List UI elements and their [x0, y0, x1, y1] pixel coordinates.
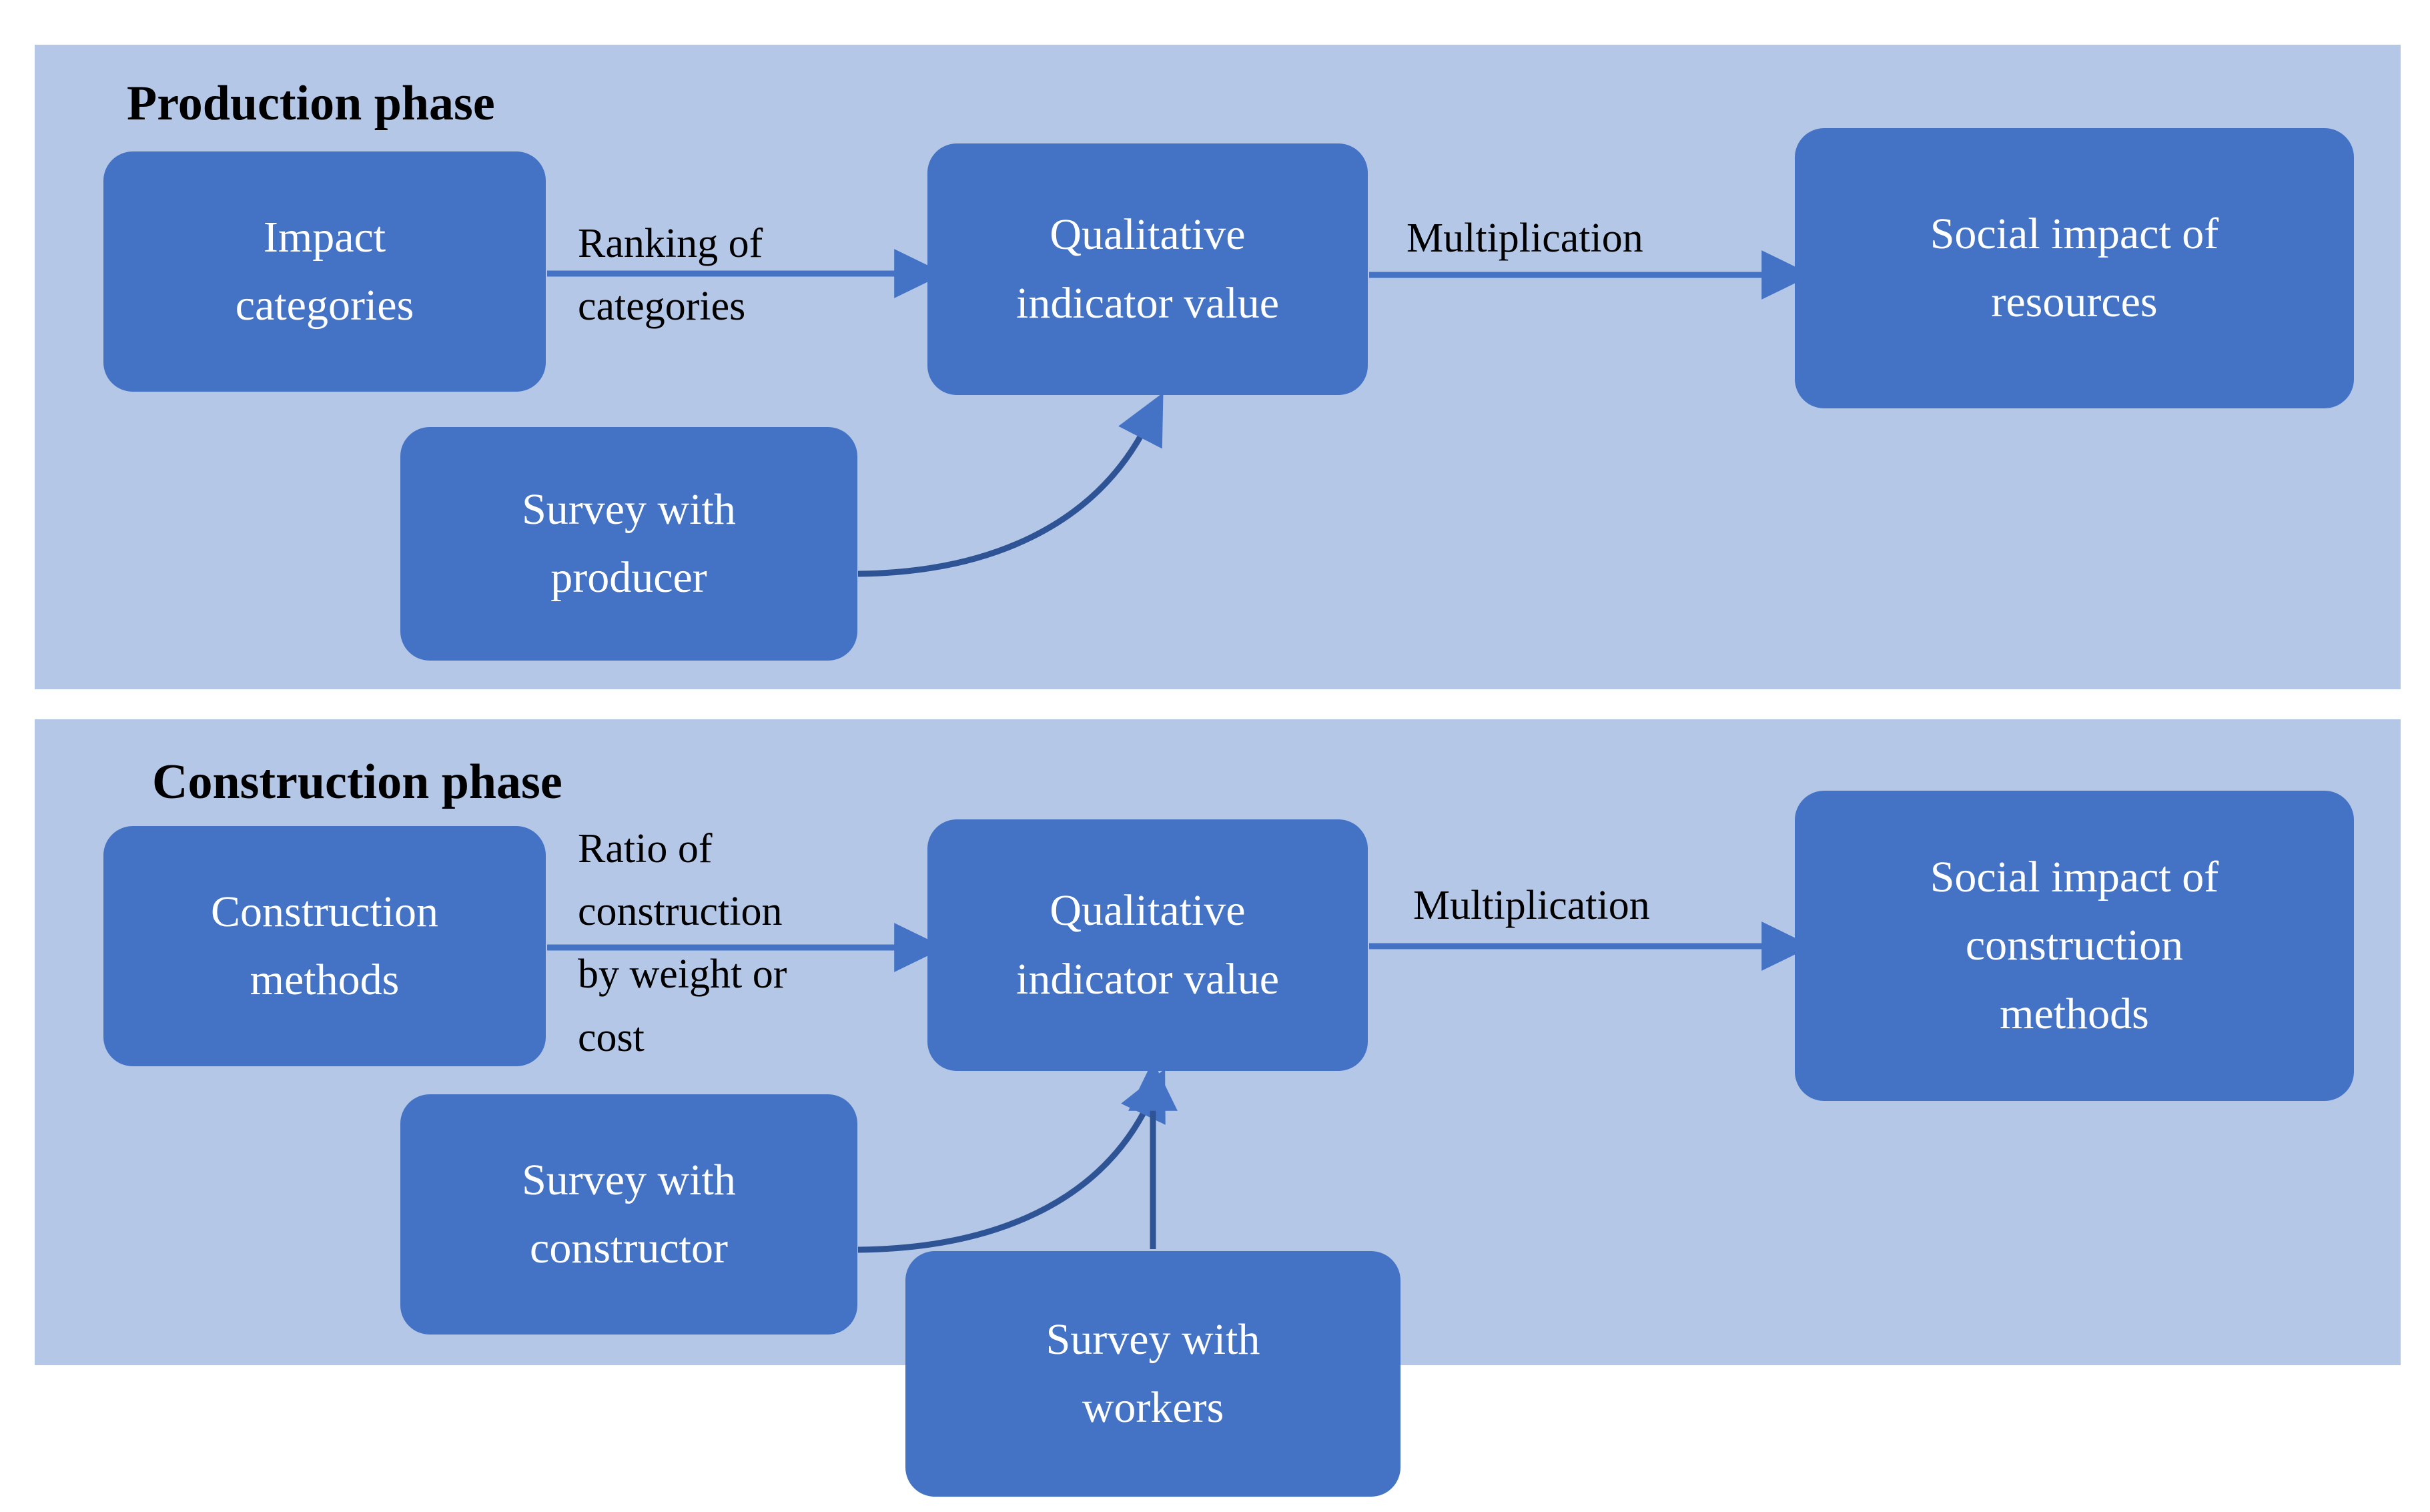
node-social-impact-of-construction-methods[interactable]: Social impact of construction methods [1795, 791, 2354, 1101]
node-survey-with-workers[interactable]: Survey with workers [905, 1251, 1400, 1497]
node-qualitative-indicator-value-construction-label: Qualitative indicator value [1016, 886, 1279, 1004]
node-survey-with-producer-label: Survey with producer [522, 484, 736, 602]
node-survey-with-constructor[interactable]: Survey with constructor [400, 1094, 857, 1335]
node-survey-with-workers-label: Survey with workers [1046, 1314, 1260, 1432]
node-construction-methods-label: Construction methods [211, 887, 438, 1004]
node-qualitative-indicator-value-construction[interactable]: Qualitative indicator value [927, 819, 1368, 1071]
node-survey-with-producer[interactable]: Survey with producer [400, 427, 857, 661]
node-construction-methods[interactable]: Construction methods [103, 826, 546, 1066]
node-qualitative-indicator-value-production-label: Qualitative indicator value [1016, 210, 1279, 328]
node-social-impact-of-resources-label: Social impact of resources [1930, 209, 2219, 326]
node-impact-categories-label: Impact categories [235, 212, 414, 330]
node-social-impact-of-construction-methods-label: Social impact of construction methods [1930, 853, 2219, 1038]
node-impact-categories[interactable]: Impact categories [103, 151, 546, 392]
construction-phase-title: Construction phase [152, 755, 562, 809]
edge-label-multiplication-production: Multiplication [1406, 216, 1643, 261]
node-qualitative-indicator-value-production[interactable]: Qualitative indicator value [927, 143, 1368, 395]
edge-label-multiplication-construction: Multiplication [1413, 883, 1650, 928]
edge-label-ratio-of-construction: Ratio of construction by weight or cost [578, 826, 787, 1060]
node-survey-with-constructor-label: Survey with constructor [522, 1155, 736, 1272]
production-phase-title: Production phase [127, 76, 495, 131]
edge-label-ranking-of-categories: Ranking of categories [578, 221, 763, 330]
node-social-impact-of-resources[interactable]: Social impact of resources [1795, 128, 2354, 408]
